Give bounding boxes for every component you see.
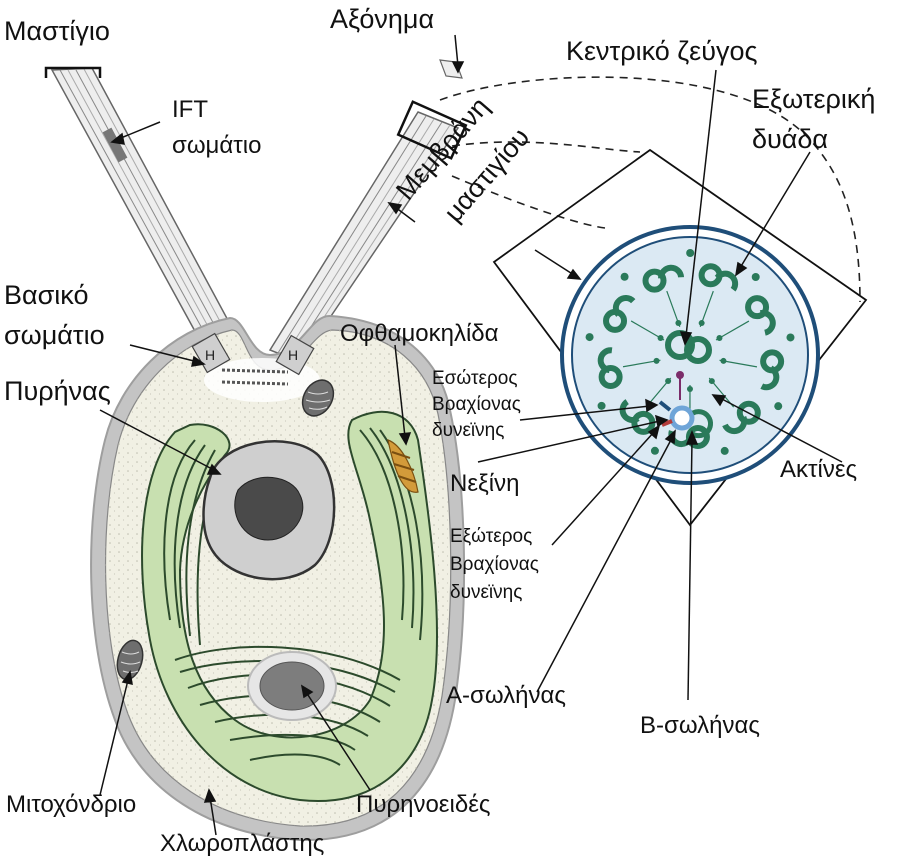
label-mitochondrion: Μιτοχόνδριο xyxy=(6,793,136,817)
label-outer-doublet-line2: δυάδα xyxy=(752,126,828,153)
label-outer-doublet-line1: Εξωτερική xyxy=(752,86,875,113)
label-a-tubule: A-σωλήνας xyxy=(446,684,566,708)
spoke-head xyxy=(716,335,722,341)
label-nucleus: Πυρήνας xyxy=(4,378,111,405)
label-inner-dynein-line3: δυνεϊνης xyxy=(432,418,504,444)
svg-text:H: H xyxy=(288,347,298,363)
label-pyrenoid: Πυρηνοειδές xyxy=(356,793,490,817)
label-b-tubule: B-σωλήνας xyxy=(640,714,760,738)
label-spokes: Ακτίνες xyxy=(780,458,857,482)
dynein-arm xyxy=(774,402,782,410)
label-inner-dynein-line1: Εσώτερος xyxy=(432,366,517,392)
label-inner-dynein-line2: Βραχίονας xyxy=(432,392,521,418)
spoke-head xyxy=(720,358,726,364)
dynein-arm xyxy=(721,447,729,455)
spoke-head xyxy=(687,386,693,392)
spoke-head xyxy=(709,378,715,384)
label-outer-dynein-line3: δυνεϊνης xyxy=(450,580,522,606)
label-basal-body-line2: σωμάτιο xyxy=(4,322,105,349)
spoke-head xyxy=(665,378,671,384)
dynein-arm xyxy=(621,273,629,281)
dynein-arm xyxy=(586,333,594,341)
label-outer-dynein-line1: Εξώτερος xyxy=(450,524,532,550)
label-axoneme: Αξόνημα xyxy=(330,6,434,33)
label-ift-line1: IFT xyxy=(172,98,208,122)
dynein-arm xyxy=(598,402,606,410)
spoke-head xyxy=(699,320,705,326)
dynein-arm xyxy=(686,249,694,257)
spoke-head xyxy=(658,335,664,341)
pyrenoid xyxy=(248,652,336,720)
dynein-arm xyxy=(651,447,659,455)
dynein-arm xyxy=(752,273,760,281)
label-central-pair: Κεντρικό ζεύγος xyxy=(566,38,758,65)
label-ift-line2: σωμάτιο xyxy=(172,134,261,158)
label-basal-body-line1: Βασικό xyxy=(4,282,88,309)
nucleus xyxy=(204,441,335,579)
label-nexin: Νεξίνη xyxy=(450,472,519,496)
label-chloroplast: Χλωροπλάστης xyxy=(160,832,324,856)
label-outer-dynein-line2: Βραχίονας xyxy=(450,552,539,578)
left-flagellum xyxy=(52,68,244,355)
svg-text:H: H xyxy=(205,347,215,363)
dynein-arm xyxy=(786,333,794,341)
label-eyespot: Οφθαμοκηλίδα xyxy=(340,322,499,346)
label-flagellum: Μαστίγιο xyxy=(4,18,110,45)
spoke-head xyxy=(675,320,681,326)
spoke-head xyxy=(654,358,660,364)
